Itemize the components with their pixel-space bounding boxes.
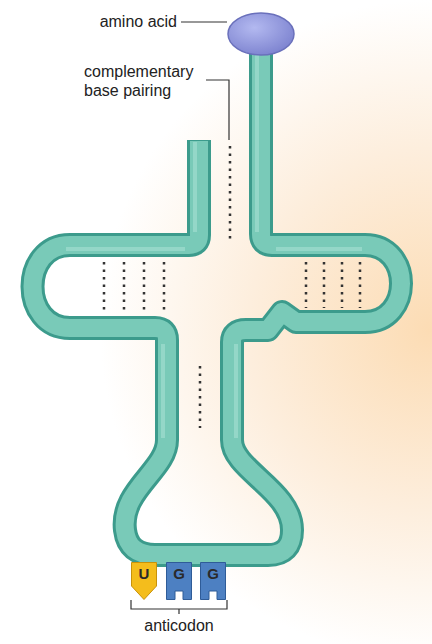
part-label: anticodon xyxy=(144,616,213,635)
part-label: amino acid xyxy=(100,12,177,31)
nucleotide-base: G xyxy=(166,562,192,600)
trna-strand xyxy=(33,50,402,555)
nucleotide-base: U xyxy=(131,562,157,600)
anticodon-bracket xyxy=(131,600,227,614)
amino-acid-blob xyxy=(228,13,294,55)
base-outline xyxy=(132,563,157,600)
base-outline xyxy=(201,563,226,600)
base-letter: G xyxy=(166,562,192,583)
base-pairing-dots xyxy=(104,146,360,428)
base-letter: U xyxy=(131,562,157,583)
part-label: complementary base pairing xyxy=(84,62,206,100)
base-outline xyxy=(167,563,192,600)
nucleotide-base: G xyxy=(200,562,226,600)
base-letter: G xyxy=(200,562,226,583)
leader-lines xyxy=(181,22,229,140)
